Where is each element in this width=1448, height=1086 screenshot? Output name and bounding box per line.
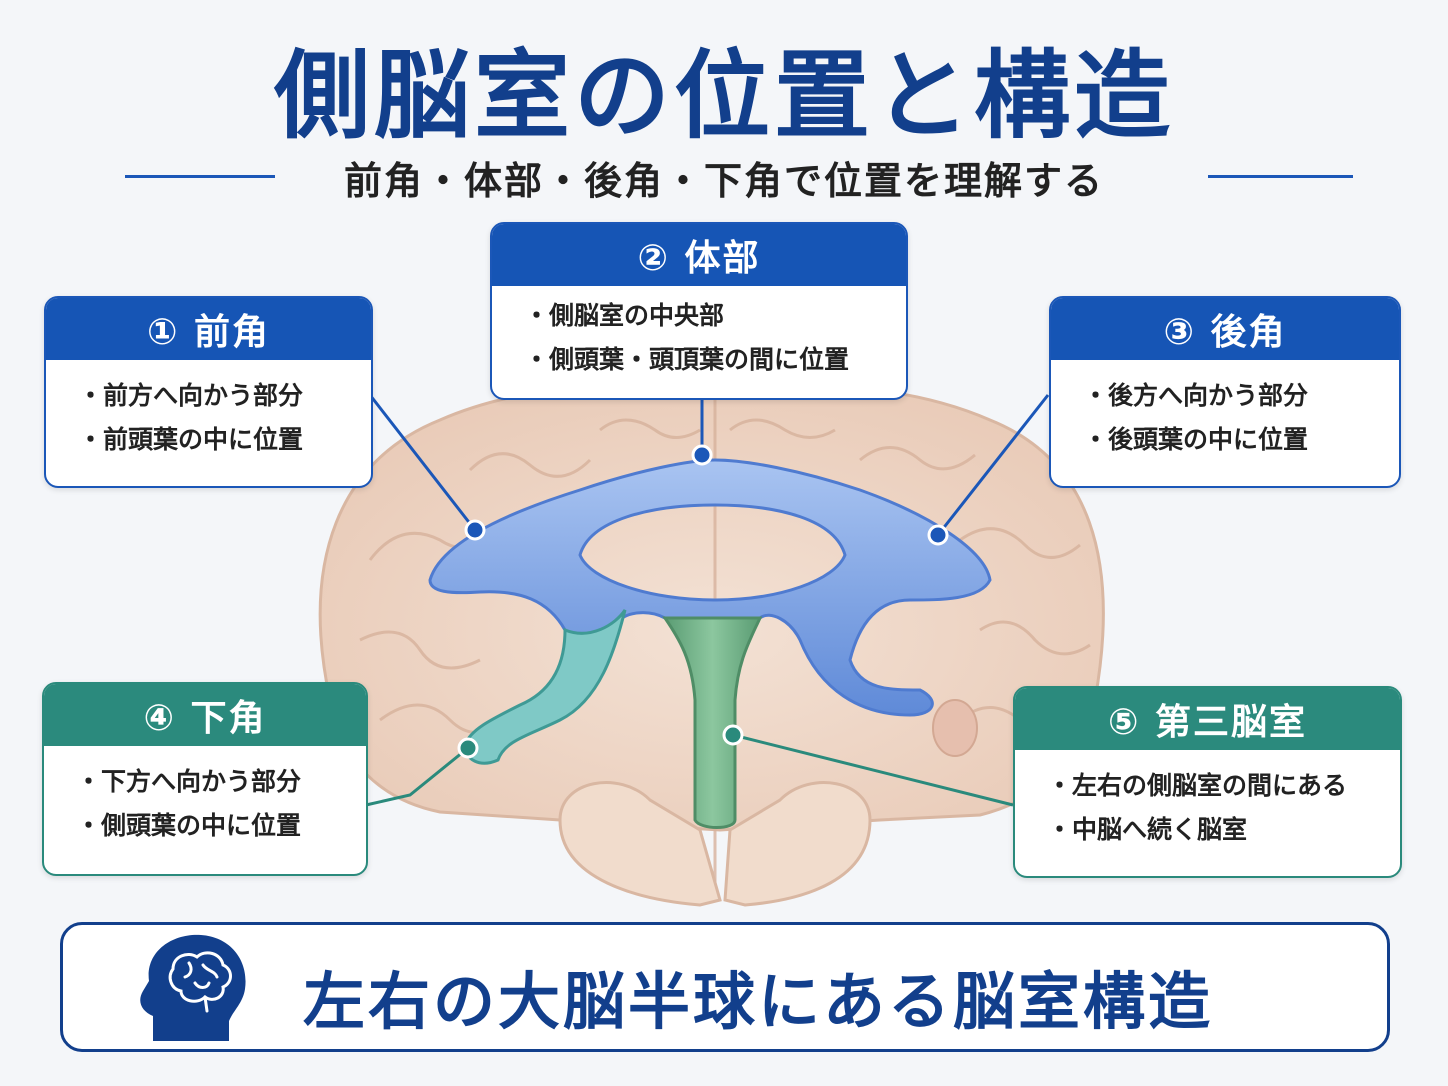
card-anterior-horn-header: ① 前角 (46, 298, 371, 360)
brainstem-right (723, 781, 872, 907)
card-posterior-horn-line-2: ・後頭葉の中に位置 (1083, 425, 1309, 454)
card-body-part-line-1: ・側脳室の中央部 (524, 301, 725, 330)
brainstem (558, 781, 722, 907)
card-body-part: ② 体部 ・側脳室の中央部 ・側頭葉・頭頂葉の間に位置 (490, 222, 908, 400)
card-body-part-line-2: ・側頭葉・頭頂葉の間に位置 (524, 345, 850, 374)
inferior-horn (463, 609, 627, 765)
card-inferior-horn-header: ④ 下角 (44, 684, 366, 746)
card-third-ventricle-line-2: ・中脳へ続く脳室 (1047, 815, 1248, 844)
card-anterior-horn: ① 前角 ・前方へ向かう部分 ・前頭葉の中に位置 (44, 296, 373, 488)
card-anterior-horn-line-2: ・前頭葉の中に位置 (78, 425, 304, 454)
subtitle-left-rule (125, 175, 275, 178)
card-third-ventricle-line-1: ・左右の側脳室の間にある (1047, 771, 1348, 800)
card-anterior-horn-line-1: ・前方へ向かう部分 (78, 381, 304, 410)
card-inferior-horn: ④ 下角 ・下方へ向かう部分 ・側頭葉の中に位置 (42, 682, 368, 876)
card-third-ventricle-header: ⑤ 第三脳室 (1015, 688, 1400, 750)
card-third-ventricle: ⑤ 第三脳室 ・左右の側脳室の間にある ・中脳へ続く脳室 (1013, 686, 1402, 878)
card-posterior-horn-header: ③ 後角 (1051, 298, 1399, 360)
page-title: 側脳室の位置と構造 (274, 40, 1174, 152)
subtitle-row: 前角・体部・後角・下角で位置を理解する (0, 150, 1448, 203)
card-body-part-header: ② 体部 (492, 224, 906, 286)
banner-text: 左右の大脳半球にある脳室構造 (303, 965, 1214, 1038)
subtitle: 前角・体部・後角・下角で位置を理解する (343, 159, 1104, 203)
head-brain-icon (140, 934, 246, 1041)
card-inferior-horn-line-1: ・下方へ向かう部分 (76, 767, 302, 796)
card-posterior-horn: ③ 後角 ・後方へ向かう部分 ・後頭葉の中に位置 (1049, 296, 1401, 488)
bottom-banner: 左右の大脳半球にある脳室構造 (60, 922, 1390, 1052)
subtitle-right-rule (1208, 175, 1353, 178)
card-posterior-horn-line-1: ・後方へ向かう部分 (1083, 381, 1309, 410)
card-inferior-horn-line-2: ・側頭葉の中に位置 (76, 811, 302, 840)
third-ventricle (662, 616, 763, 829)
